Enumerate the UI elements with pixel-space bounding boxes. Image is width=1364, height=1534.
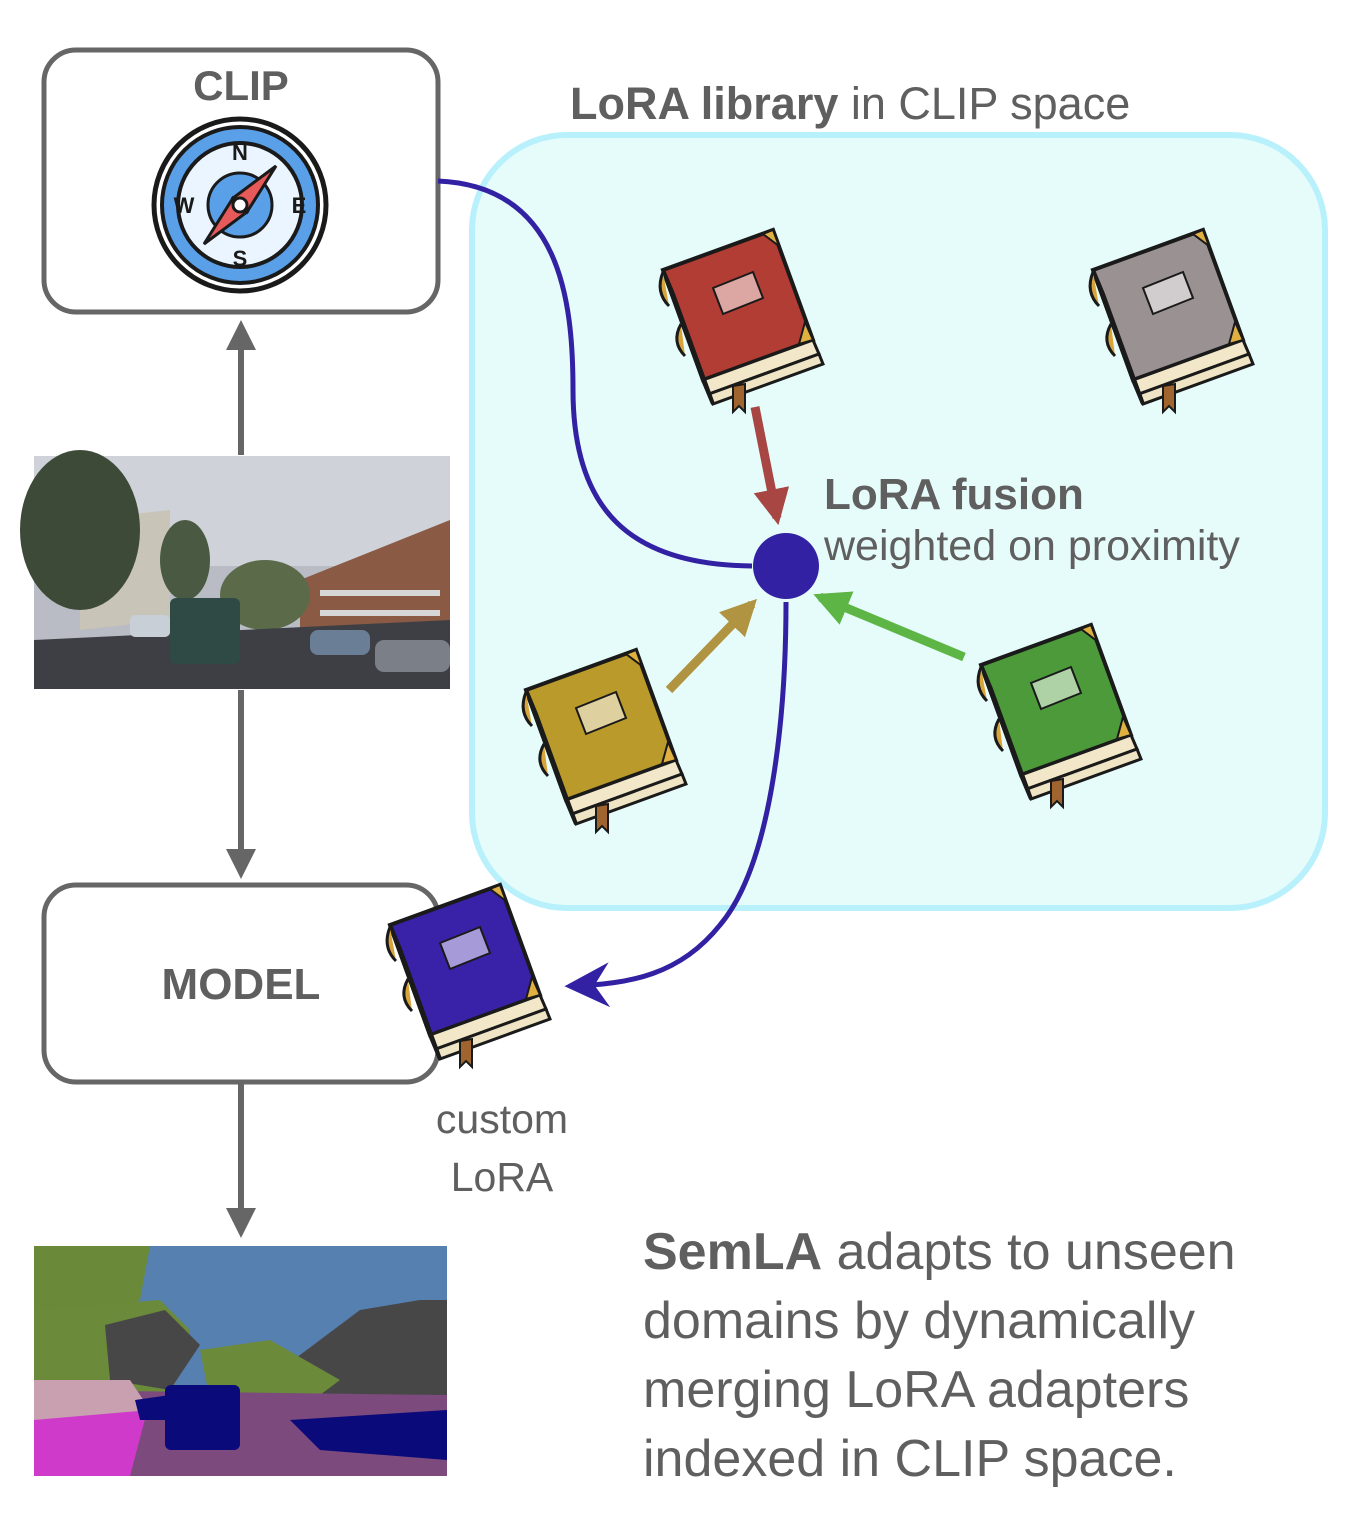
compass-east-label: E [292, 193, 307, 218]
compass-icon [151, 116, 329, 294]
custom-lora-line1: custom [435, 1096, 569, 1142]
green-lora-arrow [813, 591, 966, 662]
summary-line3: merging LoRA adapters [643, 1361, 1190, 1419]
fusion-to-custom-lora-curve [564, 601, 789, 1008]
custom-lora-line2: LoRA [450, 1154, 554, 1200]
compass-west-label: W [174, 193, 195, 218]
compass-north-label: N [232, 140, 248, 165]
summary-line2: domains by dynamically [643, 1292, 1196, 1350]
input-image [20, 450, 450, 689]
summary-text: SemLA adapts to unseen domains by dynami… [643, 1218, 1343, 1494]
yellow-lora-arrow [665, 598, 758, 694]
summary-bold: SemLA [643, 1223, 823, 1281]
library-title-bold: LoRA library [570, 78, 839, 129]
red-lora-arrow [750, 406, 790, 526]
fusion-subtitle: weighted on proximity [824, 522, 1240, 570]
library-title: LoRA library in CLIP space [570, 78, 1130, 130]
library-title-rest: in CLIP space [838, 78, 1131, 129]
segmentation-output-image [34, 1246, 447, 1476]
summary-line4: indexed in CLIP space. [643, 1430, 1177, 1488]
fusion-title: LoRA fusion [824, 470, 1084, 519]
custom-lora-label: custom LoRA [402, 1090, 602, 1206]
clip-to-fusion-curve [437, 178, 753, 569]
fusion-node [753, 533, 819, 599]
clip-label: CLIP [193, 62, 289, 109]
compass-south-label: S [233, 246, 248, 271]
summary-line1: adapts to unseen [822, 1223, 1236, 1281]
model-label: MODEL [161, 960, 321, 1009]
